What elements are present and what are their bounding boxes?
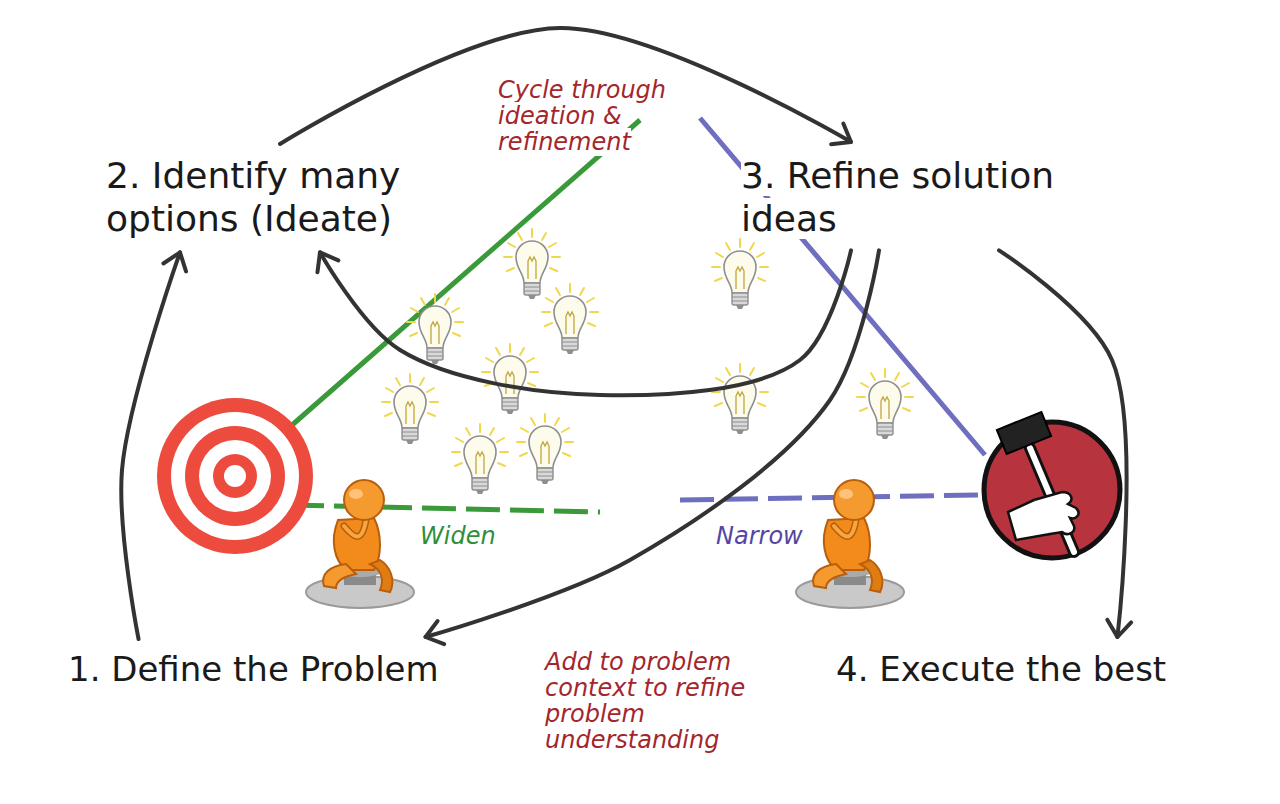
step-text: 3. Refine solution ideas — [741, 155, 1054, 239]
flow-arrow — [426, 250, 879, 637]
target-ring — [157, 398, 313, 554]
thinking-figure — [796, 480, 904, 608]
target-ring — [199, 440, 271, 512]
step-text: 1. Define the Problem — [68, 649, 439, 689]
step-text: 4. Execute the best — [836, 649, 1166, 689]
lightbulb — [504, 229, 560, 299]
step-heading: 2. Identify many options (Ideate) — [100, 150, 500, 244]
lightbulbs — [382, 229, 913, 494]
target-ring — [213, 454, 257, 498]
lightbulb — [542, 284, 598, 354]
widen-label: Widen — [420, 524, 496, 550]
flow-arrow — [121, 252, 180, 639]
lightbulb — [857, 369, 913, 439]
hammer-icon — [984, 412, 1120, 558]
lightbulb — [517, 414, 573, 484]
target-icon — [157, 398, 313, 554]
note-text: Widen — [420, 522, 496, 550]
thinkers — [306, 480, 904, 608]
note-text: Add to problem context to refine problem… — [545, 648, 745, 754]
step-heading: 4. Execute the best — [830, 645, 1172, 694]
sleeve — [1008, 500, 1050, 540]
lightbulb — [382, 374, 438, 444]
context-note: Add to problem context to refine problem… — [545, 650, 750, 754]
note-text: Narrow — [716, 522, 803, 550]
lightbulb — [452, 424, 508, 494]
lightbulb — [407, 294, 463, 364]
narrow-label: Narrow — [716, 524, 803, 550]
cycle-note: Cycle through ideation & refinement — [498, 78, 703, 156]
target-ring — [171, 412, 299, 540]
step-heading: 3. Refine solution ideas — [735, 150, 1135, 244]
target-center — [224, 465, 246, 487]
lightbulb — [712, 364, 768, 434]
thinking-figure — [306, 480, 414, 608]
flow-arrow — [320, 250, 851, 395]
step-text: 2. Identify many options (Ideate) — [106, 155, 400, 239]
hammer-head — [997, 412, 1051, 454]
widen-line — [290, 505, 600, 512]
target-ring — [185, 426, 285, 526]
lightbulb — [482, 344, 538, 414]
step-heading: 1. Define the Problem — [62, 645, 445, 694]
note-text: Cycle through ideation & refinement — [498, 76, 666, 156]
lightbulb — [712, 239, 768, 309]
flow-arrow — [999, 250, 1127, 637]
